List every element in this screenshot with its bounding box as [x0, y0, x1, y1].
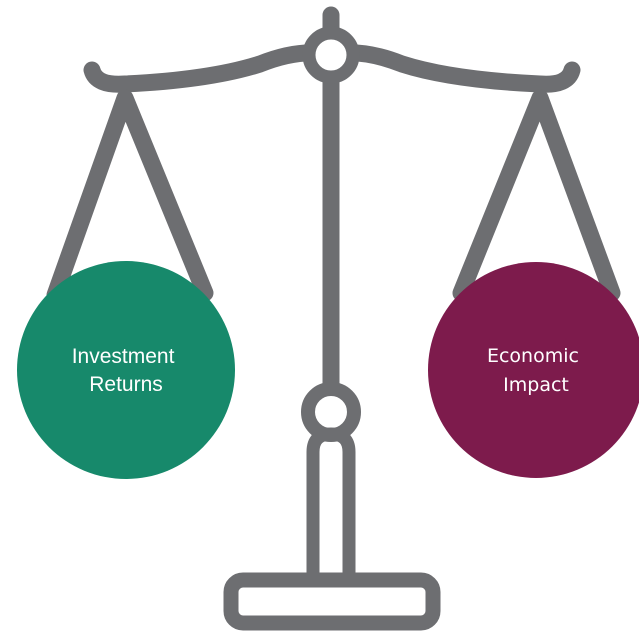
scale-icon: [46, 6, 621, 631]
scale-stem: [306, 427, 356, 582]
left-pan-circle: [17, 261, 235, 479]
right-pan-circle: [428, 262, 639, 478]
left-pan-label-line2: Returns: [89, 373, 163, 396]
left-pan-label: Investment Returns: [72, 345, 181, 396]
right-pan-label-line1: Economic: [487, 345, 579, 367]
right-pan-strings: [452, 89, 621, 302]
right-pan: Economic Impact: [428, 262, 639, 478]
top-pivot-ring: [302, 26, 360, 84]
left-pan-label-line1: Investment: [72, 345, 175, 368]
left-pan: Investment Returns: [17, 261, 235, 479]
right-pan-label: Economic Impact: [487, 345, 585, 396]
scale-base: [223, 572, 441, 631]
left-pan-strings: [46, 89, 214, 304]
right-pan-label-line2: Impact: [503, 374, 569, 396]
